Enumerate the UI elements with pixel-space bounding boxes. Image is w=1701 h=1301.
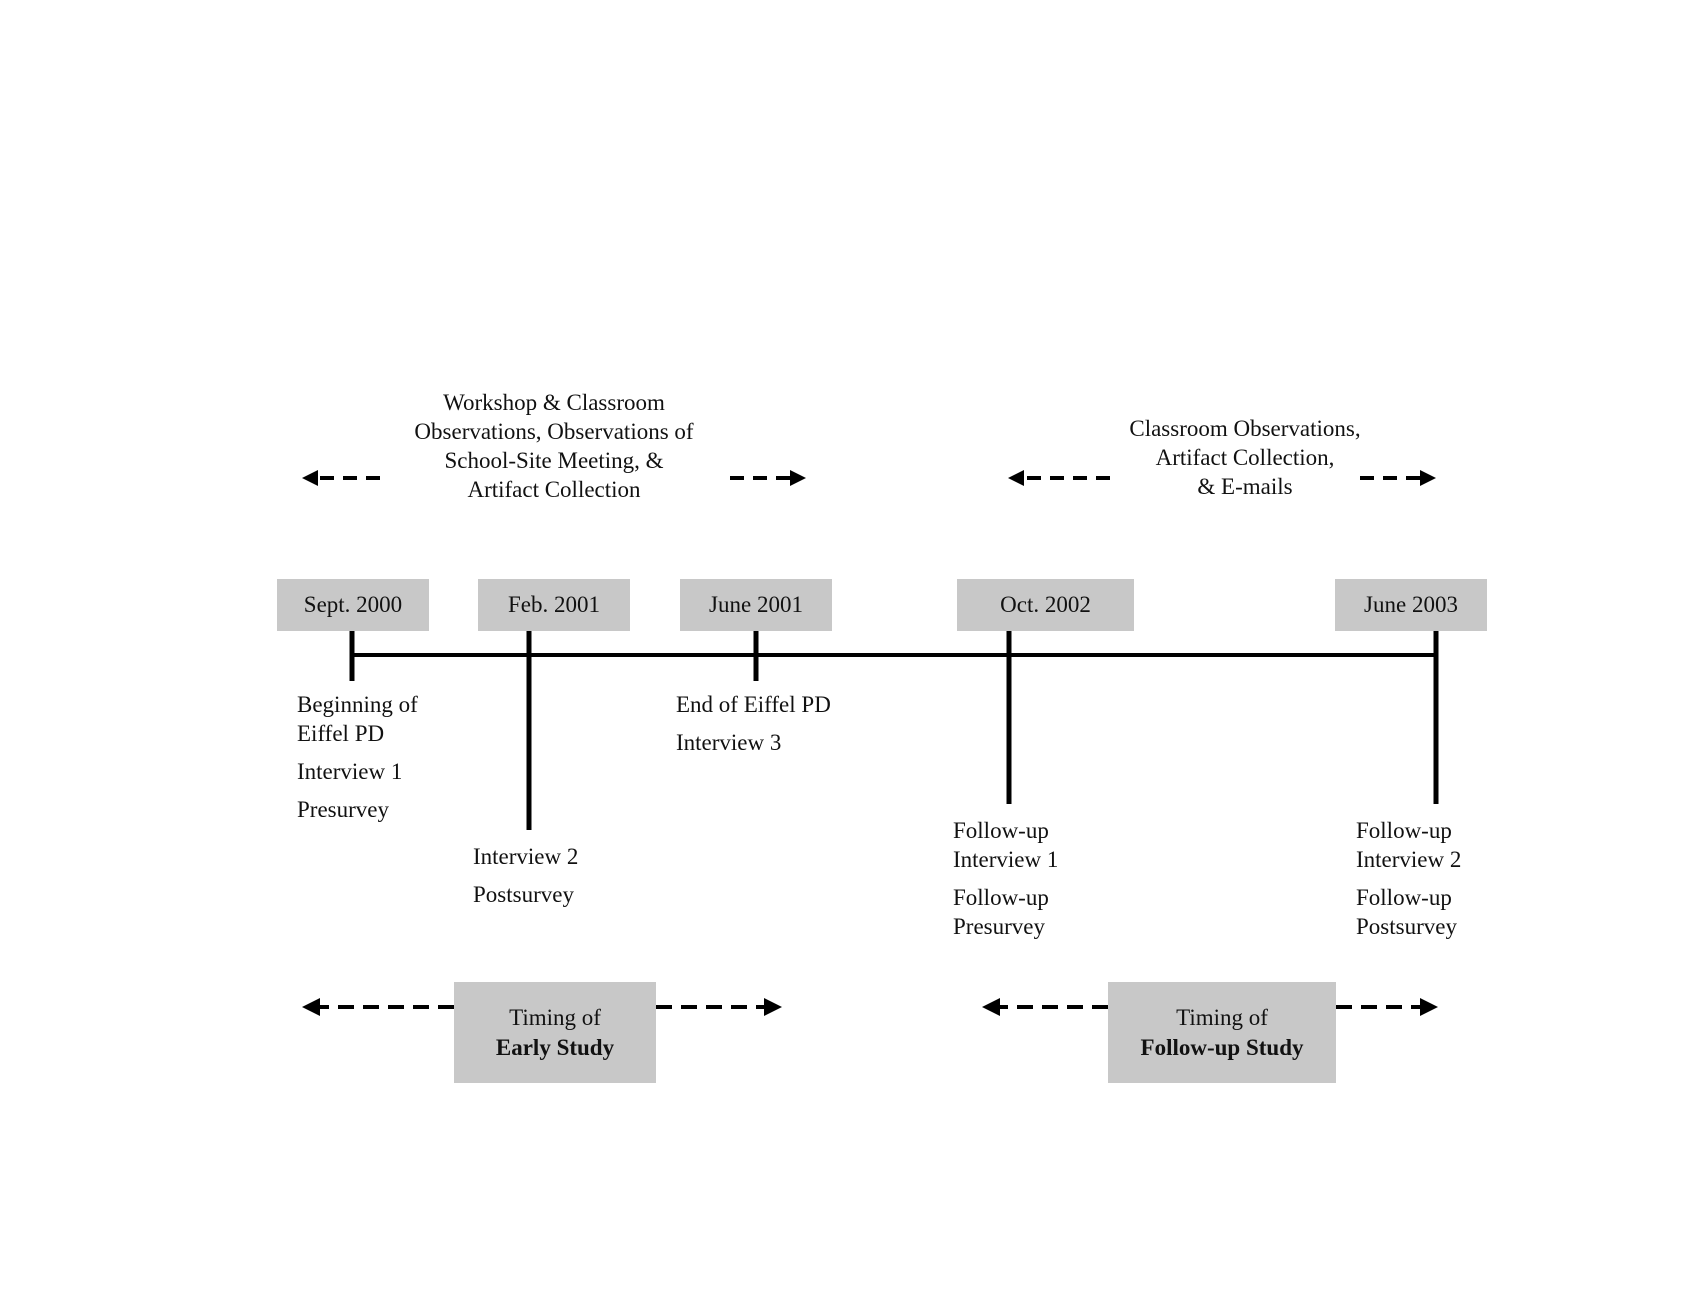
events-feb-2001: Interview 2 Postsurvey: [473, 844, 579, 907]
early-activity-arrow-left: [302, 470, 380, 486]
early-activity-arrow-right: [730, 470, 806, 486]
events-june-2003: Follow-up Interview 2 Follow-up Postsurv…: [1356, 818, 1462, 939]
date-box-oct-2002: Oct. 2002: [957, 579, 1134, 631]
events-sept-2000: Beginning of Eiffel PD Interview 1 Presu…: [297, 692, 418, 822]
followup-study-arrow-left: [982, 998, 1108, 1016]
events-june-2001: End of Eiffel PD Interview 3: [676, 692, 831, 755]
date-box-june-2003: June 2003: [1335, 579, 1487, 631]
early-study-arrow-left: [302, 998, 454, 1016]
followup-study-arrow-right: [1336, 998, 1438, 1016]
early-study-box: Timing of Early Study: [454, 982, 656, 1083]
events-oct-2002: Follow-up Interview 1 Follow-up Presurve…: [953, 818, 1059, 939]
early-activities-label: Workshop & Classroom Observations, Obser…: [414, 390, 694, 502]
followup-activity-arrow-right: [1360, 470, 1436, 486]
date-box-june-2001: June 2001: [680, 579, 832, 631]
early-study-arrow-right: [656, 998, 782, 1016]
date-box-sept-2000: Sept. 2000: [277, 579, 429, 631]
date-box-feb-2001: Feb. 2001: [478, 579, 630, 631]
followup-activities-label: Classroom Observations, Artifact Collect…: [1129, 416, 1361, 499]
followup-study-box: Timing of Follow-up Study: [1108, 982, 1336, 1083]
followup-activity-arrow-left: [1008, 470, 1110, 486]
